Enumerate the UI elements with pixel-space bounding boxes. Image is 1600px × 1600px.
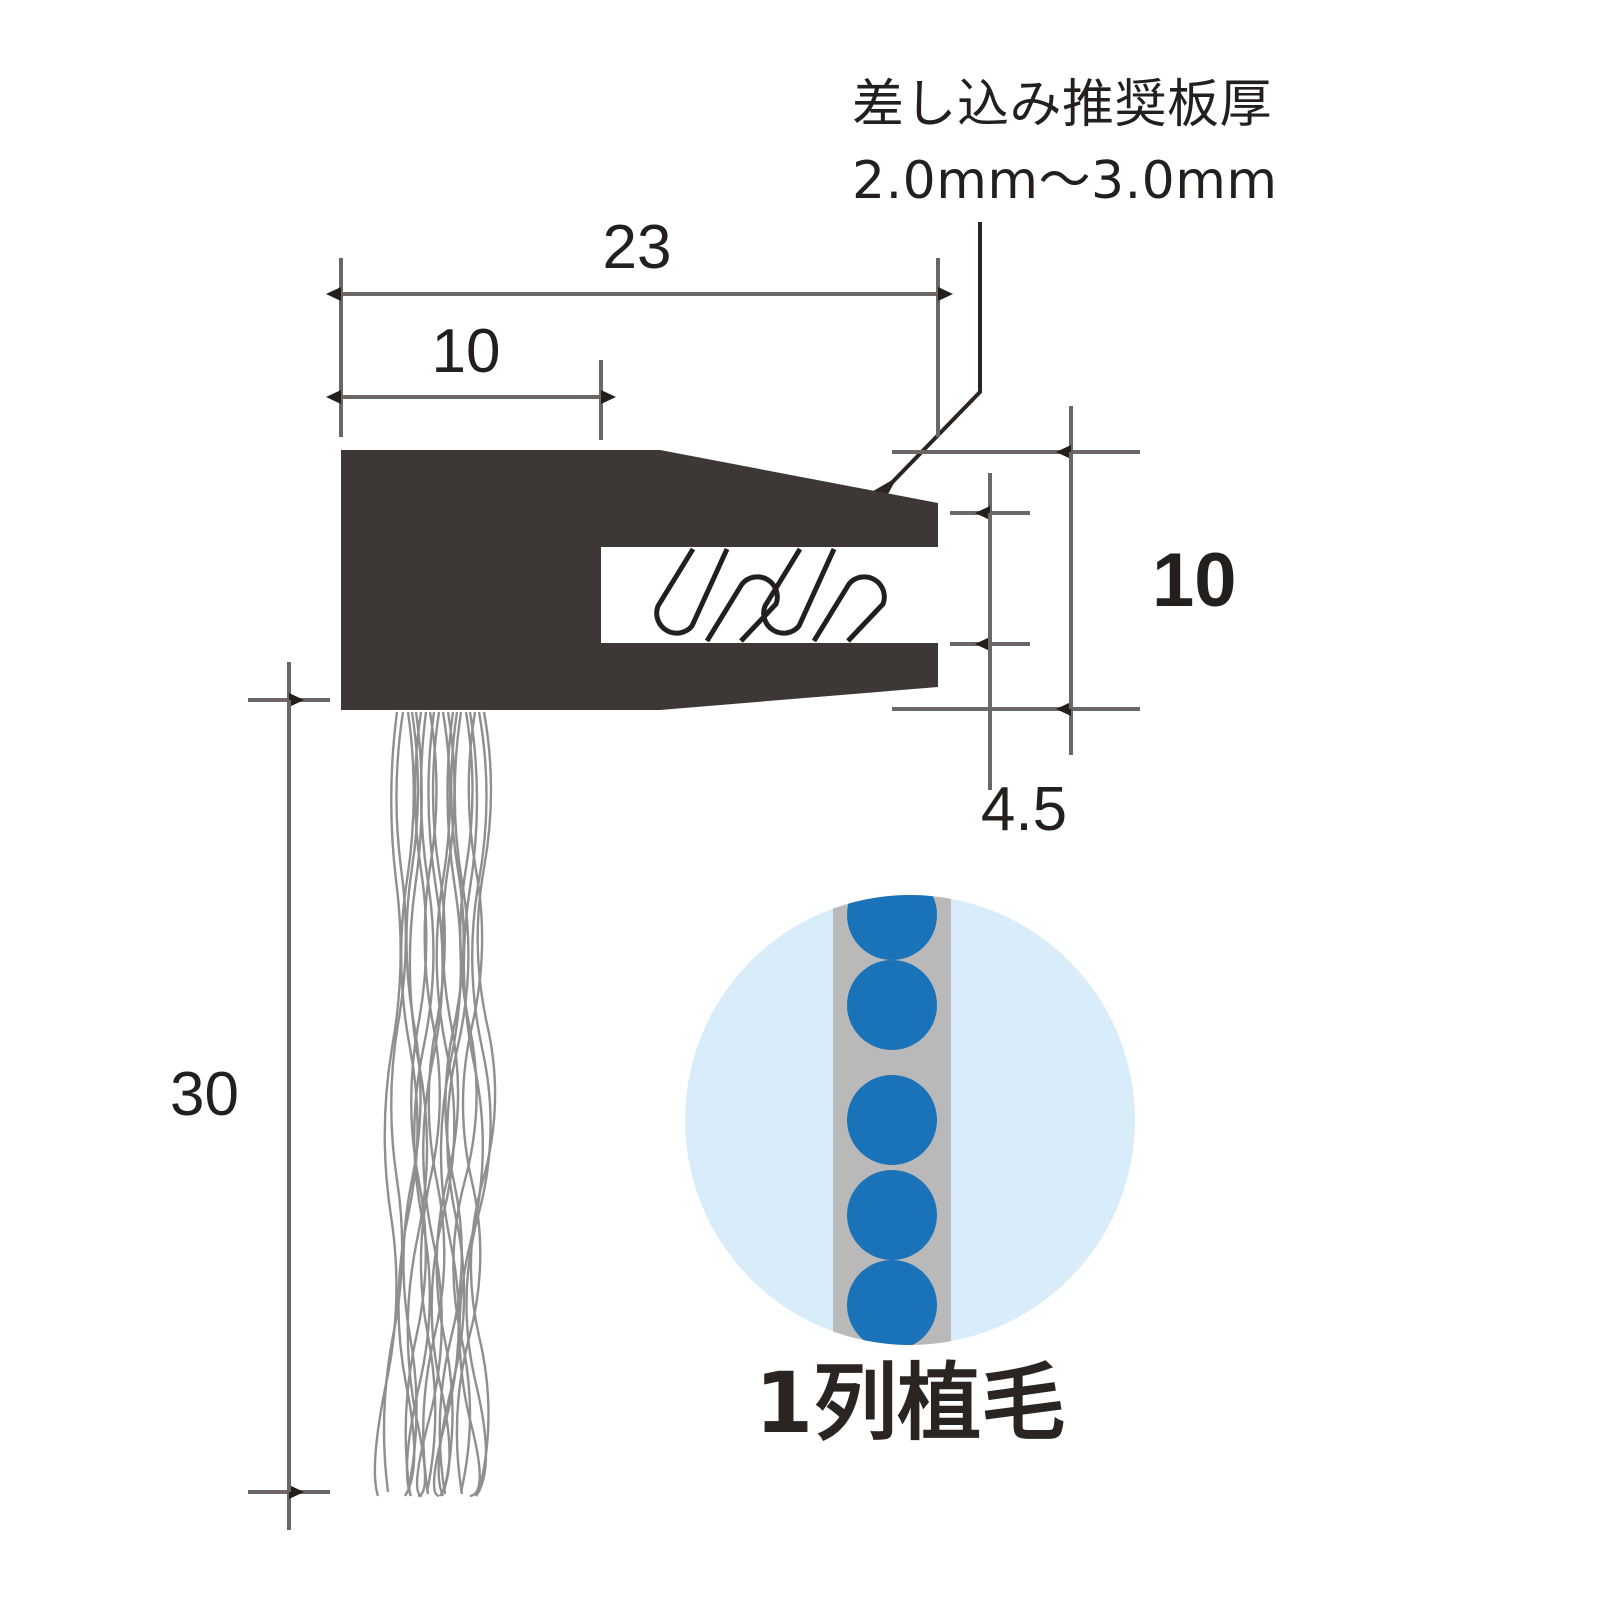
thickness-leader-line <box>868 222 982 507</box>
dimension-label-10-height: 10 <box>1152 538 1237 623</box>
dimension-width-23: 23 <box>326 213 953 301</box>
dimension-bristle-length-30: 30 <box>170 662 304 1530</box>
recommended-thickness-line2: 2.0mm～3.0mm <box>852 151 1278 211</box>
channel-profile-body <box>341 450 938 710</box>
recommended-thickness-line1: 差し込み推奨板厚 <box>852 75 1272 135</box>
dimension-label-23: 23 <box>603 213 672 282</box>
inset-caption: 1列植毛 <box>755 1354 1065 1452</box>
dimension-height-10: 10 <box>1056 406 1237 755</box>
dimension-label-30: 30 <box>170 1060 239 1129</box>
dimension-label-4-5: 4.5 <box>981 775 1067 844</box>
inset-bristle-dots <box>847 895 937 1345</box>
dimension-slot-gap-4-5: 4.5 <box>975 473 1067 844</box>
dimension-label-10-width: 10 <box>432 317 501 386</box>
bristle-tuft <box>373 711 497 1498</box>
bristle-row-detail-inset: 1列植毛 <box>685 895 1135 1452</box>
inset-contents <box>833 895 951 1345</box>
gripping-fins <box>654 547 887 643</box>
dimension-width-10: 10 <box>326 317 616 404</box>
